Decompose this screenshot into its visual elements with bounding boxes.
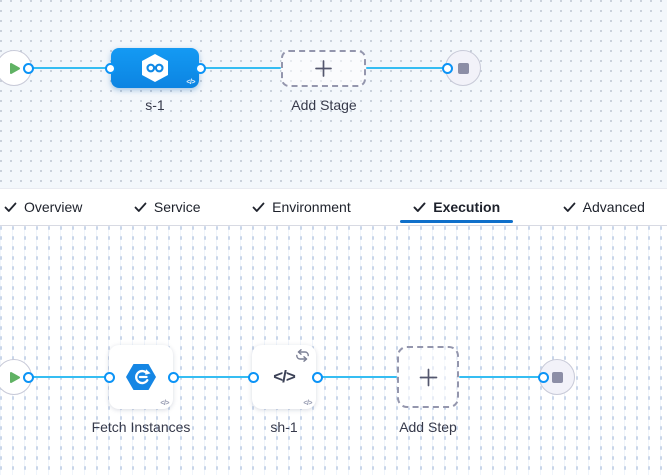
plus-icon bbox=[419, 368, 437, 386]
connector-port[interactable] bbox=[22, 371, 34, 383]
edge-sh-to-addstep bbox=[317, 375, 397, 379]
check-icon bbox=[134, 202, 147, 212]
execution-canvas[interactable]: </> Fetch Instances </> </> sh-1 Add Ste… bbox=[0, 226, 667, 475]
connector-port[interactable] bbox=[441, 62, 453, 74]
tab-service[interactable]: Service bbox=[132, 189, 203, 225]
connector-port[interactable] bbox=[537, 371, 549, 383]
looping-strategy-icon bbox=[296, 349, 309, 362]
check-icon bbox=[252, 202, 265, 212]
stage-canvas[interactable]: </> s-1 Add Stage bbox=[0, 0, 667, 188]
code-badge-icon: </> bbox=[186, 79, 195, 86]
tab-advanced[interactable]: Advanced bbox=[561, 189, 647, 225]
stop-icon bbox=[457, 62, 469, 74]
edge-start-to-fetch bbox=[28, 375, 109, 379]
play-icon bbox=[10, 62, 20, 74]
tab-overview[interactable]: Overview bbox=[2, 189, 84, 225]
connector-port[interactable] bbox=[167, 371, 179, 383]
code-badge-icon: </> bbox=[303, 400, 312, 407]
stage-node-s-1[interactable]: </> bbox=[111, 48, 199, 88]
add-stage-label: Add Stage bbox=[291, 97, 357, 113]
check-icon bbox=[4, 202, 17, 212]
connector-port[interactable] bbox=[104, 62, 116, 74]
check-icon bbox=[563, 202, 576, 212]
stage-config-tabbar: Overview Service Environment Execution A… bbox=[0, 188, 667, 226]
step-label-sh-1: sh-1 bbox=[270, 419, 298, 435]
tab-environment[interactable]: Environment bbox=[250, 189, 353, 225]
edge-fetch-to-sh bbox=[173, 375, 253, 379]
edge-start-to-stage bbox=[28, 66, 109, 70]
tab-label: Execution bbox=[433, 199, 501, 215]
step-label-fetch-instances: Fetch Instances bbox=[91, 419, 191, 435]
connector-port[interactable] bbox=[22, 62, 34, 74]
step-node-fetch-instances[interactable]: </> bbox=[109, 345, 173, 409]
shell-script-icon: </> bbox=[273, 367, 296, 386]
code-badge-icon: </> bbox=[160, 400, 169, 407]
connector-port[interactable] bbox=[311, 371, 323, 383]
add-step-button[interactable] bbox=[397, 346, 459, 408]
step-node-sh-1[interactable]: </> </> bbox=[252, 345, 316, 409]
tab-label: Advanced bbox=[582, 199, 645, 215]
edge-addstep-to-end bbox=[459, 375, 543, 379]
check-icon bbox=[413, 202, 426, 212]
connector-port[interactable] bbox=[103, 371, 115, 383]
stage-label: s-1 bbox=[145, 97, 165, 113]
add-stage-button[interactable] bbox=[281, 50, 366, 87]
tab-label: Service bbox=[153, 199, 201, 215]
plus-icon bbox=[315, 60, 332, 77]
fetch-instances-icon bbox=[126, 364, 156, 390]
tab-label: Environment bbox=[272, 199, 351, 215]
tab-label: Overview bbox=[24, 199, 83, 215]
add-step-label: Add Step bbox=[399, 419, 457, 435]
connector-port[interactable] bbox=[194, 62, 206, 74]
tab-execution[interactable]: Execution bbox=[400, 189, 514, 225]
stop-icon bbox=[551, 371, 563, 383]
play-icon bbox=[10, 371, 20, 383]
connector-port[interactable] bbox=[247, 371, 259, 383]
edge-stage-to-addstage bbox=[200, 66, 281, 70]
pipeline-end-node[interactable] bbox=[445, 50, 481, 86]
cd-stage-hexagon-icon bbox=[142, 54, 168, 82]
edge-addstage-to-end bbox=[366, 66, 448, 70]
